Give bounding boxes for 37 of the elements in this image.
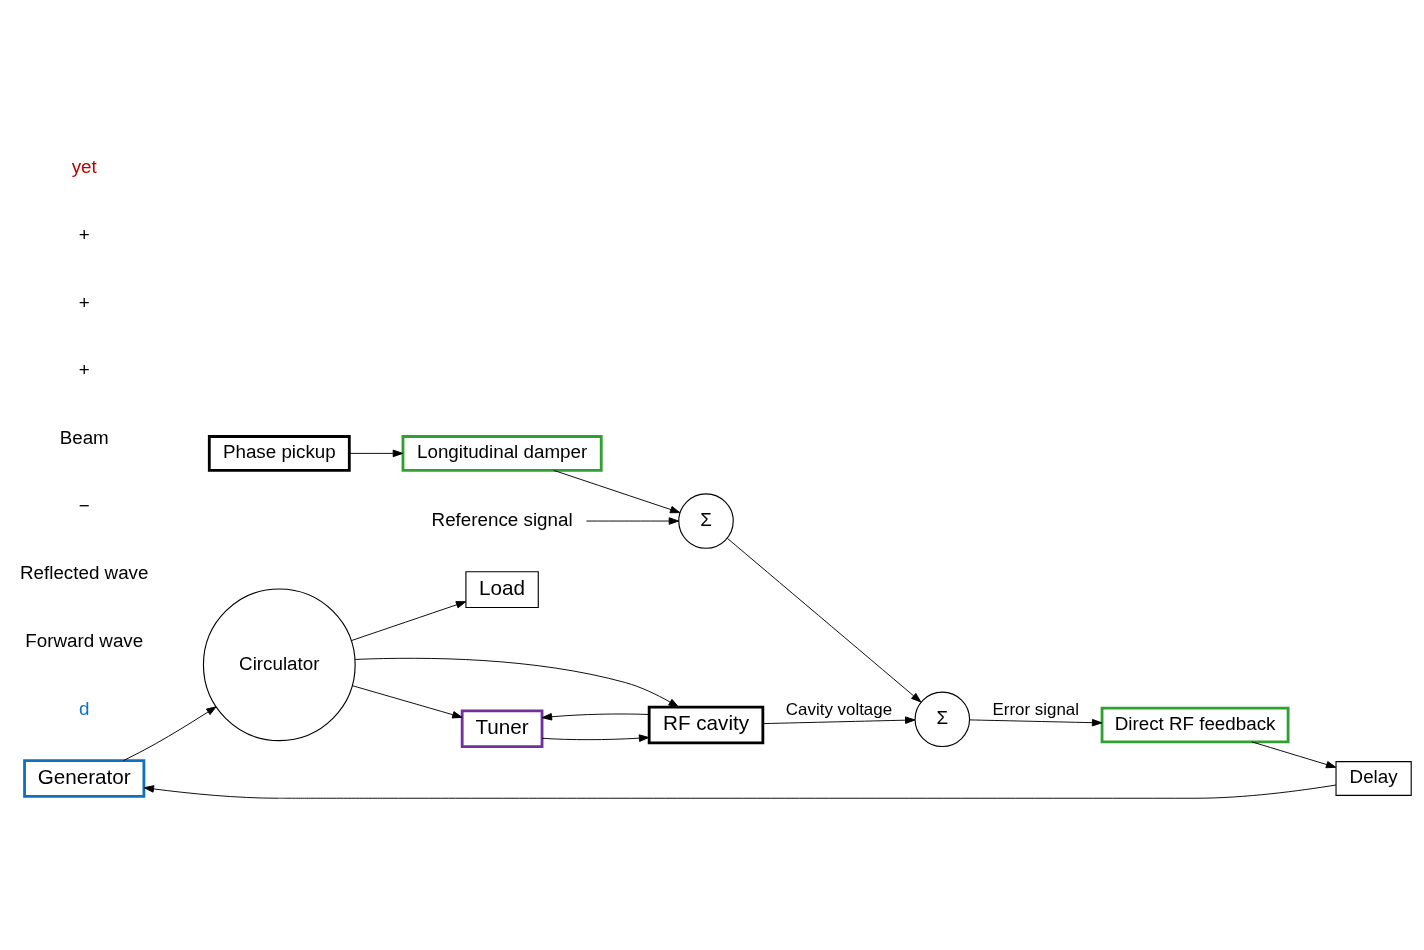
node-box: Generator	[23, 759, 146, 798]
label: Beam	[59, 426, 109, 448]
arrow	[349, 449, 404, 458]
arrow	[726, 537, 922, 703]
arrow	[350, 601, 467, 642]
arrow	[541, 734, 650, 742]
node-box: Load	[465, 571, 539, 609]
node-box: Tuner	[460, 709, 544, 748]
node-text: Reference signal	[431, 508, 573, 530]
label: +	[78, 224, 90, 246]
node-circle: Σ	[678, 493, 734, 549]
node-box: Longitudinal damper	[401, 435, 603, 472]
arrow	[585, 517, 680, 525]
arrow	[553, 469, 681, 514]
arrow	[969, 718, 1103, 727]
arrow	[143, 784, 1337, 799]
label: −	[78, 494, 90, 516]
label: +	[78, 359, 90, 381]
arrow	[123, 706, 217, 761]
node-box: Delay	[1335, 761, 1412, 796]
arrow	[351, 685, 463, 719]
label: +	[78, 291, 90, 313]
arrow	[762, 716, 916, 725]
label: Reflected wave	[20, 562, 149, 584]
edge-label: Error signal	[992, 699, 1080, 719]
node-box: Direct RF feedback	[1100, 706, 1290, 744]
node-circle: Circulator	[202, 588, 356, 742]
arrow	[354, 657, 679, 708]
label: d	[78, 697, 90, 719]
node-box: RF cavity	[647, 705, 765, 745]
edge-label: Cavity voltage	[785, 699, 893, 719]
node-box: Phase pickup	[207, 435, 351, 472]
arrow	[1251, 741, 1337, 769]
label: Forward wave	[25, 629, 144, 651]
arrow	[541, 713, 650, 721]
label: yet	[71, 156, 97, 178]
node-circle: Σ	[914, 691, 971, 748]
